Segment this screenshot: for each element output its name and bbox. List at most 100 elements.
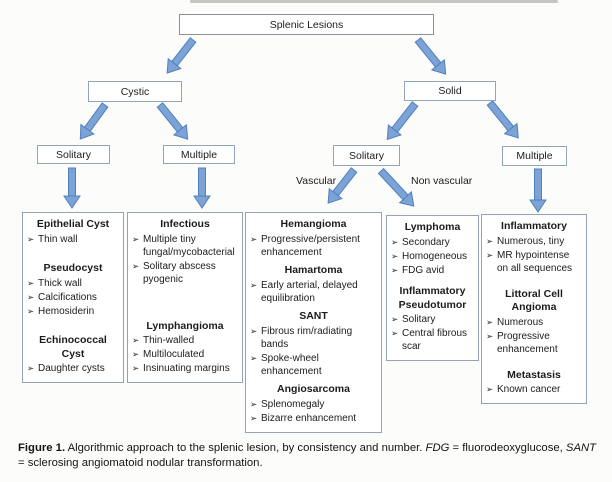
bullet-item: ➢Homogeneous: [391, 250, 474, 263]
bullet-text: Early arterial, delayed equilibration: [261, 279, 358, 304]
arrow-bullet-icon: ➢: [486, 316, 494, 327]
bullet-text: Bizarre enhancement: [261, 412, 357, 424]
bullet-text: Spoke-wheel enhancement: [261, 352, 322, 377]
arrow-multiple-to-solid-multiple-box: [529, 168, 547, 213]
scan-artifact-line: [190, 0, 558, 3]
bullet-text: Insinuating margins: [143, 363, 230, 374]
box-section: Inflammatory Pseudotumor ➢Solitary ➢Cent…: [391, 285, 474, 353]
section-title: Hamartoma: [284, 264, 343, 277]
box-section: Metastasis ➢Known cancer: [486, 369, 582, 397]
label-non-vascular: Non vascular: [411, 175, 473, 187]
section-title: Littoral Cell Angioma: [505, 287, 563, 314]
bullet-item: ➢Thin wall: [27, 233, 119, 246]
bullet-item: ➢Splenomegaly: [250, 398, 377, 411]
box-solid-multiple: Inflammatory ➢Numerous, tiny ➢MR hypoint…: [481, 214, 587, 404]
bullet-item: ➢Numerous: [486, 316, 582, 329]
bullet-item: ➢Insinuating margins: [132, 362, 238, 375]
box-solid-solitary-vascular: Hemangioma ➢Progressive/persistent enhan…: [245, 212, 382, 433]
arrow-bullet-icon: ➢: [27, 363, 35, 373]
caption-def-fdg: = fluorodeoxyglucose,: [449, 442, 566, 454]
arrow-bullet-icon: ➢: [132, 233, 140, 244]
section-title: Pseudocyst: [43, 262, 103, 274]
arrow-bullet-icon: ➢: [27, 277, 35, 288]
arrow-nonvascular-branch: [377, 167, 415, 207]
node-splenic-lesions: Splenic Lesions: [179, 14, 434, 35]
section-title: Lymphangioma: [146, 319, 224, 332]
bullet-item: ➢Central fibrous scar: [391, 327, 474, 353]
box-section: Hamartoma ➢Early arterial, delayed equil…: [250, 264, 377, 305]
bullet-text: Daughter cysts: [38, 363, 105, 374]
bullet-item: ➢Solitary abscess pyogenic: [132, 260, 238, 286]
bullet-text: Hemosiderin: [38, 305, 95, 317]
node-solid-solitary: Solitary: [333, 145, 400, 166]
bullet-item: ➢Numerous, tiny: [486, 235, 582, 248]
arrow-bullet-icon: ➢: [250, 352, 258, 363]
arrow-bullet-icon: ➢: [391, 314, 399, 324]
arrow-bullet-icon: ➢: [250, 279, 258, 290]
box-section: Lymphangioma ➢Thin-walled ➢Multiloculate…: [132, 320, 238, 376]
node-cystic-multiple: Multiple: [163, 145, 235, 164]
arrow-bullet-icon: ➢: [391, 236, 399, 247]
bullet-text: Thin wall: [38, 233, 78, 245]
bullet-item: ➢Hemosiderin: [27, 305, 119, 318]
arrow-multiple-to-cystic-multiple-box: [193, 167, 211, 209]
caption-abbr-sant: SANT: [565, 442, 597, 454]
arrow-cystic-to-multiple: [156, 102, 189, 140]
box-cystic-solitary: Epithelial Cyst ➢Thin wall Pseudocyst ➢T…: [22, 212, 124, 383]
arrow-bullet-icon: ➢: [486, 330, 494, 341]
arrow-bullet-icon: ➢: [250, 398, 258, 409]
bullet-item: ➢MR hypointense on all sequences: [486, 249, 582, 275]
bullet-item: ➢Fibrous rim/radiating bands: [250, 325, 377, 351]
box-section: Littoral Cell Angioma ➢Numerous ➢Progres…: [486, 288, 582, 356]
arrow-root-to-cystic: [166, 37, 197, 74]
arrow-bullet-icon: ➢: [27, 291, 35, 302]
bullet-text: Multiple tiny fungal/mycobacterial: [143, 233, 235, 258]
bullet-item: ➢Bizarre enhancement: [250, 412, 377, 425]
section-title: Epithelial Cyst: [36, 218, 110, 230]
caption-text: Algorithmic approach to the splenic lesi…: [65, 442, 426, 454]
section-title: Lymphoma: [404, 221, 461, 233]
bullet-item: ➢Progressive/persistent enhancement: [250, 233, 377, 259]
figure-caption: Figure 1. Algorithmic approach to the sp…: [18, 441, 600, 471]
arrow-bullet-icon: ➢: [27, 233, 35, 244]
arrow-solid-to-solitary: [386, 101, 419, 141]
bullet-text: Progressive/persistent enhancement: [261, 233, 360, 258]
box-section: Hemangioma ➢Progressive/persistent enhan…: [250, 218, 377, 259]
bullet-item: ➢Daughter cysts: [27, 362, 119, 375]
section-title: Echinococcal Cyst: [39, 334, 107, 360]
section-title: Hemangioma: [280, 218, 347, 230]
arrow-bullet-icon: ➢: [132, 363, 140, 373]
arrow-bullet-icon: ➢: [27, 305, 35, 316]
bullet-text: Progressive enhancement: [497, 330, 558, 355]
box-section: Infectious ➢Multiple tiny fungal/mycobac…: [132, 218, 238, 286]
bullet-text: Central fibrous scar: [402, 328, 468, 352]
bullet-text: Known cancer: [497, 384, 561, 395]
caption-def-sant: = sclerosing angiomatoid nodular transfo…: [18, 457, 263, 469]
arrow-solitary-to-cystic-solitary-box: [63, 167, 81, 209]
box-section: Epithelial Cyst ➢Thin wall: [27, 218, 119, 246]
bullet-item: ➢Calcifications: [27, 291, 119, 304]
arrow-bullet-icon: ➢: [250, 412, 258, 423]
bullet-text: Thick wall: [38, 277, 82, 289]
arrow-bullet-icon: ➢: [391, 250, 399, 261]
arrow-bullet-icon: ➢: [250, 325, 258, 336]
box-section: Angiosarcoma ➢Splenomegaly ➢Bizarre enha…: [250, 383, 377, 425]
arrow-root-to-solid: [414, 37, 447, 75]
box-section: Echinococcal Cyst ➢Daughter cysts: [27, 334, 119, 375]
caption-abbr-fdg: FDG: [425, 442, 450, 454]
node-solid-multiple: Multiple: [502, 146, 567, 166]
section-title: Angiosarcoma: [277, 383, 350, 396]
node-cystic: Cystic: [88, 81, 182, 102]
bullet-item: ➢Solitary: [391, 313, 474, 326]
arrow-solid-to-multiple: [486, 100, 519, 139]
arrow-bullet-icon: ➢: [391, 264, 399, 275]
bullet-item: ➢Progressive enhancement: [486, 330, 582, 356]
bullet-item: ➢Early arterial, delayed equilibration: [250, 279, 377, 305]
figure-label: Figure 1.: [18, 442, 66, 454]
arrow-bullet-icon: ➢: [486, 249, 494, 260]
bullet-item: ➢Known cancer: [486, 383, 582, 396]
bullet-text: MR hypointense on all sequences: [497, 249, 573, 274]
box-section: SANT ➢Fibrous rim/radiating bands ➢Spoke…: [250, 310, 377, 378]
bullet-item: ➢Multiloculated: [132, 348, 238, 361]
